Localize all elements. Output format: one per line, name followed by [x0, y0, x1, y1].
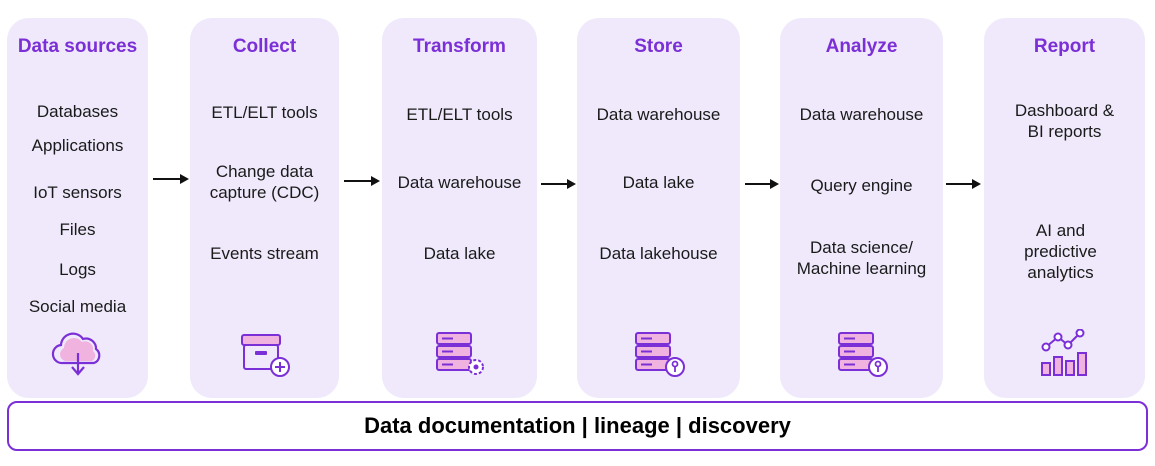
- server-gear-icon: [431, 329, 489, 384]
- list-item: Query engine: [810, 176, 913, 195]
- list-item-line: Data science/: [810, 238, 913, 257]
- server-key-icon: [833, 329, 891, 384]
- column-transform: Transform ETL/ELT tools Data warehouse D…: [382, 18, 537, 398]
- list-item: Data lake: [423, 244, 496, 263]
- chart-analytics-icon: [1036, 328, 1094, 384]
- data-governance-bar: Data documentation | lineage | discovery: [7, 401, 1148, 451]
- list-item: Logs: [59, 260, 96, 279]
- list-item: Data lake: [622, 173, 695, 192]
- list-item-line: Dashboard &: [1014, 101, 1115, 120]
- list-item-line: AI and: [1035, 221, 1086, 240]
- list-item-line: analytics: [1027, 263, 1094, 282]
- list-item: Applications: [31, 136, 124, 155]
- list-item: Databases: [36, 102, 119, 121]
- list-item-line: BI reports: [1027, 122, 1102, 141]
- list-item: Dashboard & BI reports: [984, 100, 1145, 142]
- server-key-icon: [630, 329, 688, 384]
- archive-add-icon: [236, 329, 294, 384]
- list-item: Social media: [28, 297, 127, 316]
- column-collect: Collect ETL/ELT tools Change data captur…: [190, 18, 339, 398]
- list-item: Data warehouse: [799, 105, 924, 124]
- column-analyze: Analyze Data warehouse Query engine Data…: [780, 18, 943, 398]
- list-item: Data science/ Machine learning: [780, 237, 943, 279]
- column-report: Report Dashboard & BI reports AI and pre…: [984, 18, 1145, 398]
- list-item: ETL/ELT tools: [211, 103, 318, 122]
- column-title: Collect: [232, 36, 297, 57]
- list-item: AI and predictive analytics: [976, 220, 1145, 283]
- list-item-line: capture (CDC): [209, 183, 320, 202]
- flow-arrow: [153, 172, 189, 186]
- list-item: Change data capture (CDC): [190, 161, 339, 203]
- column-title: Report: [1033, 36, 1096, 57]
- list-item-line: Change data: [215, 162, 314, 181]
- list-item: Data warehouse: [397, 173, 522, 192]
- column-data-sources: Data sources Databases Applications IoT …: [7, 18, 148, 398]
- list-item: Data lakehouse: [599, 244, 718, 263]
- list-item: ETL/ELT tools: [406, 105, 513, 124]
- flow-arrow: [344, 174, 380, 188]
- list-item: Events stream: [210, 244, 319, 263]
- column-title: Data sources: [17, 36, 138, 57]
- list-item-line: Machine learning: [796, 259, 927, 278]
- flow-arrow: [541, 177, 576, 191]
- column-title: Transform: [413, 36, 506, 57]
- list-item: Files: [59, 220, 96, 239]
- column-store: Store Data warehouse Data lake Data lake…: [577, 18, 740, 398]
- list-item: IoT sensors: [33, 183, 122, 202]
- column-title: Store: [634, 36, 683, 57]
- cloud-download-icon: [49, 329, 107, 384]
- footer-label: Data documentation | lineage | discovery: [364, 413, 791, 438]
- list-item: Data warehouse: [596, 105, 721, 124]
- column-title: Analyze: [825, 36, 898, 57]
- flow-arrow: [745, 177, 779, 191]
- list-item-line: predictive: [1024, 242, 1097, 261]
- flow-arrow: [946, 177, 981, 191]
